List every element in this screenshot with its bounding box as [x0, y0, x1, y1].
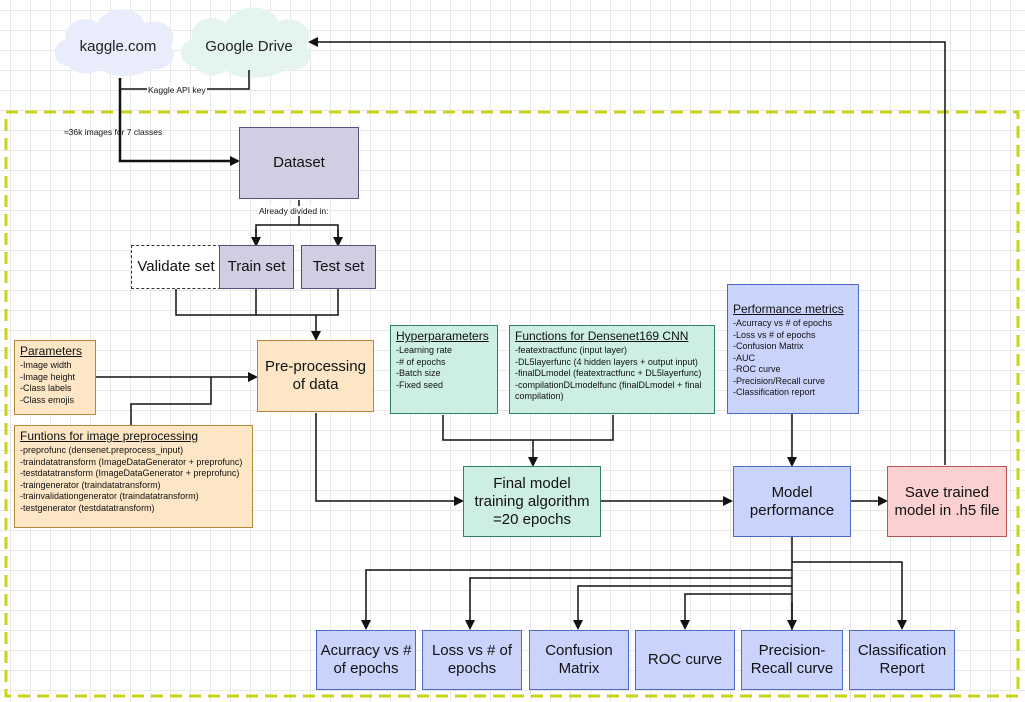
- preprocessing-functions-node: Funtions for image preprocessing -prepro…: [14, 425, 253, 528]
- output-roc-node: ROC curve: [635, 630, 735, 690]
- output-line: Classification: [857, 642, 947, 659]
- function-item: -testdatatransform (ImageDataGenerator +…: [20, 468, 240, 478]
- validate-set-label: Validate set: [137, 258, 215, 275]
- validate-set-node: Validate set: [131, 245, 221, 289]
- output-line: Precision-: [758, 642, 826, 659]
- output-line: Confusion: [545, 642, 613, 659]
- hyperparameters-title: Hyperparameters: [396, 329, 489, 343]
- metric-item: -Confusion Matrix: [733, 341, 804, 351]
- preprocessing-functions-title: Funtions for image preprocessing: [20, 429, 199, 443]
- function-item: -testgenerator (testdatatransform): [20, 502, 155, 513]
- save-model-line: Save trained: [904, 483, 990, 501]
- output-line: epochs: [447, 660, 497, 677]
- parameter-item: -Image height: [20, 371, 76, 382]
- metric-item: -Precision/Recall curve: [733, 375, 826, 386]
- test-set-node: Test set: [301, 245, 376, 289]
- parameter-item: -Class emojis: [20, 394, 75, 405]
- hyperparameters-node: Hyperparameters -Learning rate -# of epo…: [390, 325, 498, 414]
- hyperparameter-item: -Fixed seed: [396, 379, 444, 390]
- model-performance-node: Model performance: [733, 466, 851, 537]
- arrow-save-gdrive: [308, 37, 946, 465]
- output-line: Loss vs # of: [431, 642, 513, 659]
- hyperparameter-item: -Batch size: [396, 368, 441, 378]
- metric-item: -Loss vs # of epochs: [733, 329, 816, 340]
- parameter-item: -Image width: [20, 360, 72, 370]
- function-item: -traingenerator (traindatatransform): [20, 479, 161, 490]
- final-model-line: training algorithm: [474, 492, 590, 510]
- final-model-line: =20 epochs: [493, 510, 571, 528]
- parameter-item: -Class labels: [20, 383, 72, 393]
- gdrive-label: Google Drive: [205, 37, 293, 55]
- dashed-frame: [4, 110, 1020, 698]
- metric-item: -Acurracy vs # of epochs: [733, 318, 833, 328]
- output-confusion-node: Confusion Matrix: [529, 630, 629, 690]
- dataset-label: Dataset: [273, 154, 325, 171]
- cnn-function-item: -finalDLmodel (featextractfunc + DL5laye…: [515, 368, 702, 378]
- kaggle-label: kaggle.com: [79, 37, 157, 55]
- output-accuracy-node: Acurracy vs # of epochs: [316, 630, 416, 690]
- arrow-preprocessing-final: [315, 413, 464, 506]
- output-line: Acurracy vs #: [320, 642, 412, 659]
- final-model-line: Final model: [493, 474, 571, 492]
- model-performance-line: performance: [749, 501, 835, 519]
- final-model-node: Final model training algorithm =20 epoch…: [463, 466, 601, 537]
- output-loss-node: Loss vs # of epochs: [422, 630, 522, 690]
- save-model-line: model in .h5 file: [894, 501, 1000, 519]
- dataset-node: Dataset: [239, 127, 359, 199]
- cnn-function-item: compilation): [515, 391, 564, 401]
- api-key-label: Kaggle API key: [147, 85, 207, 95]
- hyperparameter-item: -Learning rate: [396, 345, 453, 355]
- output-precision-recall-node: Precision- Recall curve: [741, 630, 843, 690]
- cloud-kaggle: [54, 9, 174, 76]
- performance-metrics-title: Performance metrics: [733, 302, 844, 316]
- output-classification-node: Classification Report: [849, 630, 955, 690]
- output-line: of epochs: [333, 660, 399, 677]
- preprocessing-line: Pre-processing: [265, 358, 366, 375]
- preprocessing-node: Pre-processing of data: [257, 340, 374, 412]
- arrow-to-accuracy: [361, 569, 792, 630]
- output-line: Report: [879, 660, 925, 677]
- line-functions-preprocessing: [130, 377, 212, 425]
- function-item: -preprofunc (densenet.preprocess_input): [20, 445, 184, 455]
- line-split-branches: [255, 224, 339, 245]
- output-line: ROC curve: [647, 651, 723, 668]
- preprocessing-line: of data: [292, 376, 339, 393]
- train-set-node: Train set: [219, 245, 294, 289]
- cnn-functions-node: Functions for Densenet169 CNN -featextra…: [509, 325, 715, 414]
- line-sets-merge: [175, 289, 339, 316]
- arrow-to-roc: [680, 593, 792, 630]
- arrow-to-classification: [792, 561, 907, 630]
- save-model-node: Save trained model in .h5 file: [887, 466, 1007, 537]
- function-item: -trainvalidationgenerator (traindatatran…: [20, 491, 199, 501]
- model-performance-line: Model: [771, 483, 813, 501]
- output-line: Recall curve: [750, 660, 834, 677]
- images-count-label: ≈36k images for 7 classes: [64, 127, 163, 137]
- parameters-title: Parameters: [20, 344, 83, 358]
- output-line: Matrix: [558, 660, 600, 677]
- cnn-function-item: -compilationDLmodelfunc (finalDLmodel + …: [515, 379, 702, 390]
- train-set-label: Train set: [227, 258, 286, 275]
- test-set-label: Test set: [312, 258, 365, 275]
- line-hyper-cnn-merge: [442, 415, 614, 441]
- arrow-kaggle-dataset: [118, 78, 240, 166]
- parameters-node: Parameters -Image width -Image height -C…: [14, 340, 96, 415]
- hyperparameter-item: -# of epochs: [396, 356, 446, 367]
- cloud-gdrive: [180, 7, 311, 78]
- metric-item: -Classification report: [733, 387, 816, 397]
- cnn-functions-title: Functions for Densenet169 CNN: [515, 329, 689, 343]
- arrow-to-loss: [465, 577, 792, 630]
- metric-item: -ROC curve: [733, 364, 781, 374]
- function-item: -traindatatransform (ImageDataGenerator …: [20, 456, 243, 467]
- cnn-function-item: -featextractfunc (input layer): [515, 345, 628, 355]
- already-divided-label: Already divided in:: [258, 206, 330, 216]
- metric-item: -AUC: [733, 352, 755, 363]
- arrow-to-confusion: [573, 585, 792, 630]
- performance-metrics-node: Performance metrics -Acurracy vs # of ep…: [727, 284, 859, 414]
- cnn-function-item: -DL5layerfunc (4 hidden layers + output …: [515, 356, 698, 367]
